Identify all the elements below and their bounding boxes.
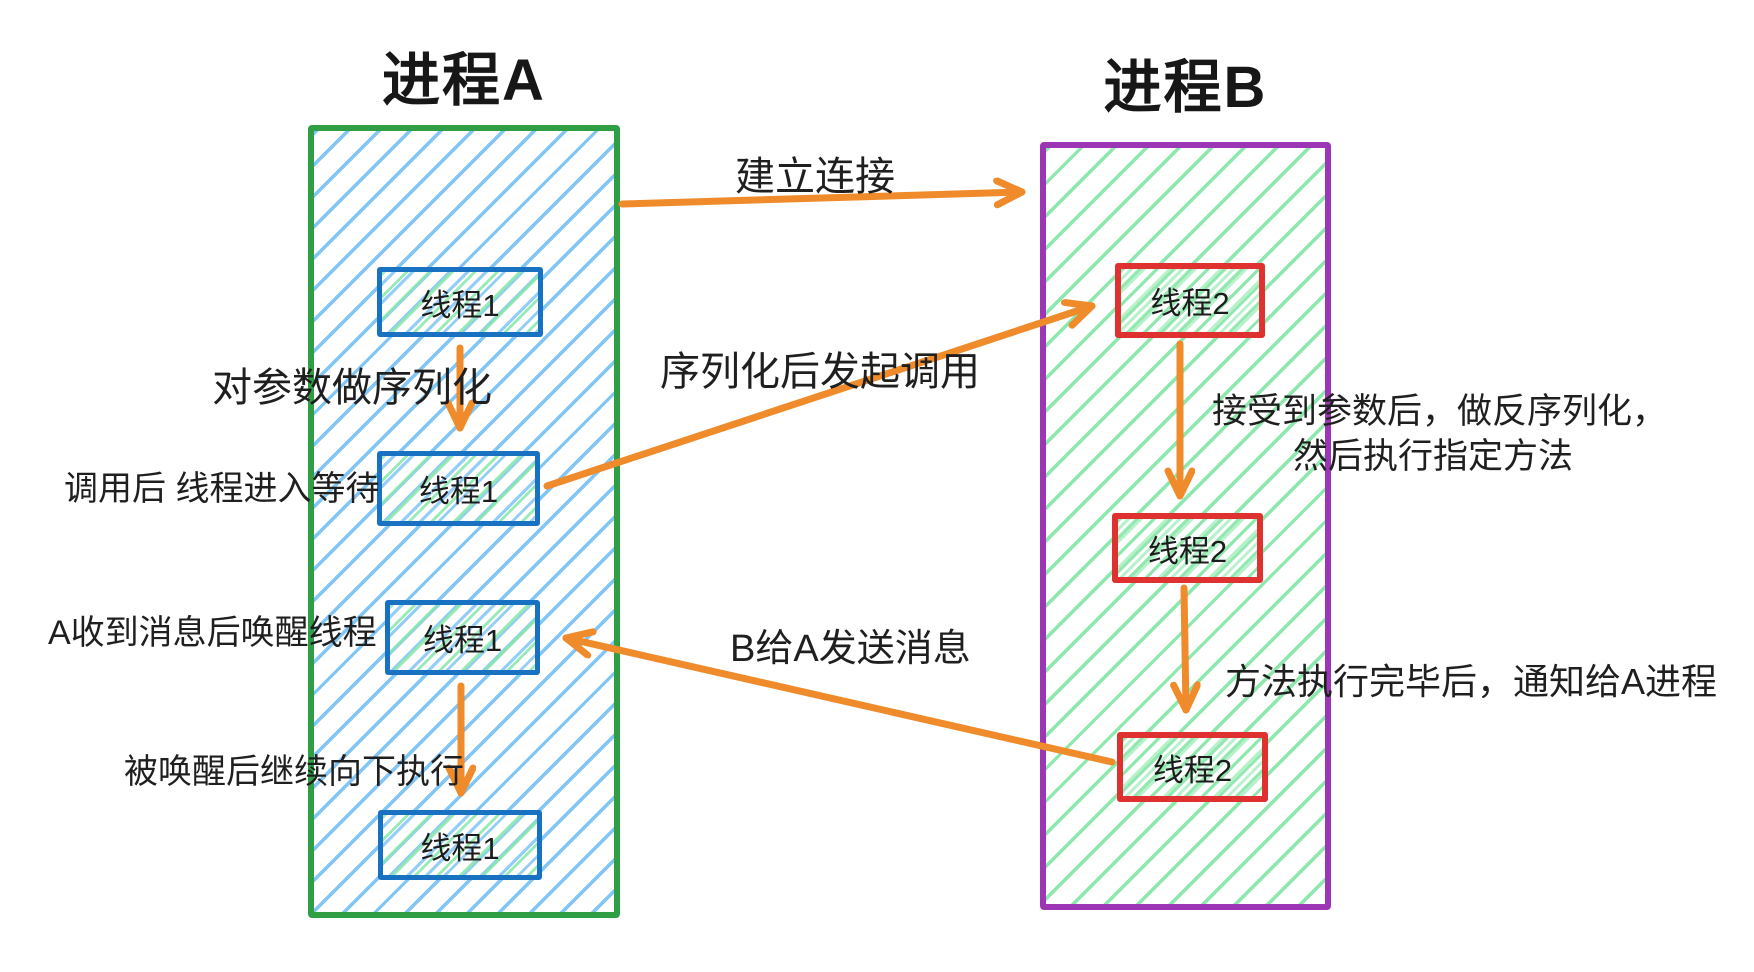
thread1-box-4: 线程1 bbox=[378, 810, 542, 880]
after-call-wait-label: 调用后 线程进入等待 bbox=[64, 470, 380, 508]
receive-deserialize-label-line1: 接受到参数后，做反序列化， bbox=[1212, 392, 1668, 431]
process-a-title: 进程A bbox=[382, 48, 546, 113]
wake-thread-label: A收到消息后唤醒线程 bbox=[48, 614, 377, 652]
receive-deserialize-label-line2: 然后执行指定方法 bbox=[1293, 437, 1574, 476]
method-complete-notify-label: 方法执行完毕后，通知给A进程 bbox=[1225, 661, 1718, 702]
thread1-box-1: 线程1 bbox=[377, 267, 543, 337]
serialized-call-label: 序列化后发起调用 bbox=[660, 350, 980, 394]
thread2-box-3: 线程2 bbox=[1117, 732, 1268, 802]
establish-connection-label: 建立连接 bbox=[735, 155, 895, 199]
b-sends-message-label: B给A发送消息 bbox=[730, 628, 971, 670]
serialize-params-label: 对参数做序列化 bbox=[212, 366, 492, 410]
thread2-box-1: 线程2 bbox=[1115, 263, 1265, 338]
thread1-box-2: 线程1 bbox=[377, 451, 540, 526]
continue-after-wake-label: 被唤醒后继续向下执行 bbox=[124, 753, 464, 791]
serialized-call-arrow bbox=[543, 306, 1096, 490]
thread1-box-3: 线程1 bbox=[385, 600, 540, 675]
thread2-box-2: 线程2 bbox=[1112, 513, 1263, 583]
process-b-title: 进程B bbox=[1103, 55, 1268, 120]
